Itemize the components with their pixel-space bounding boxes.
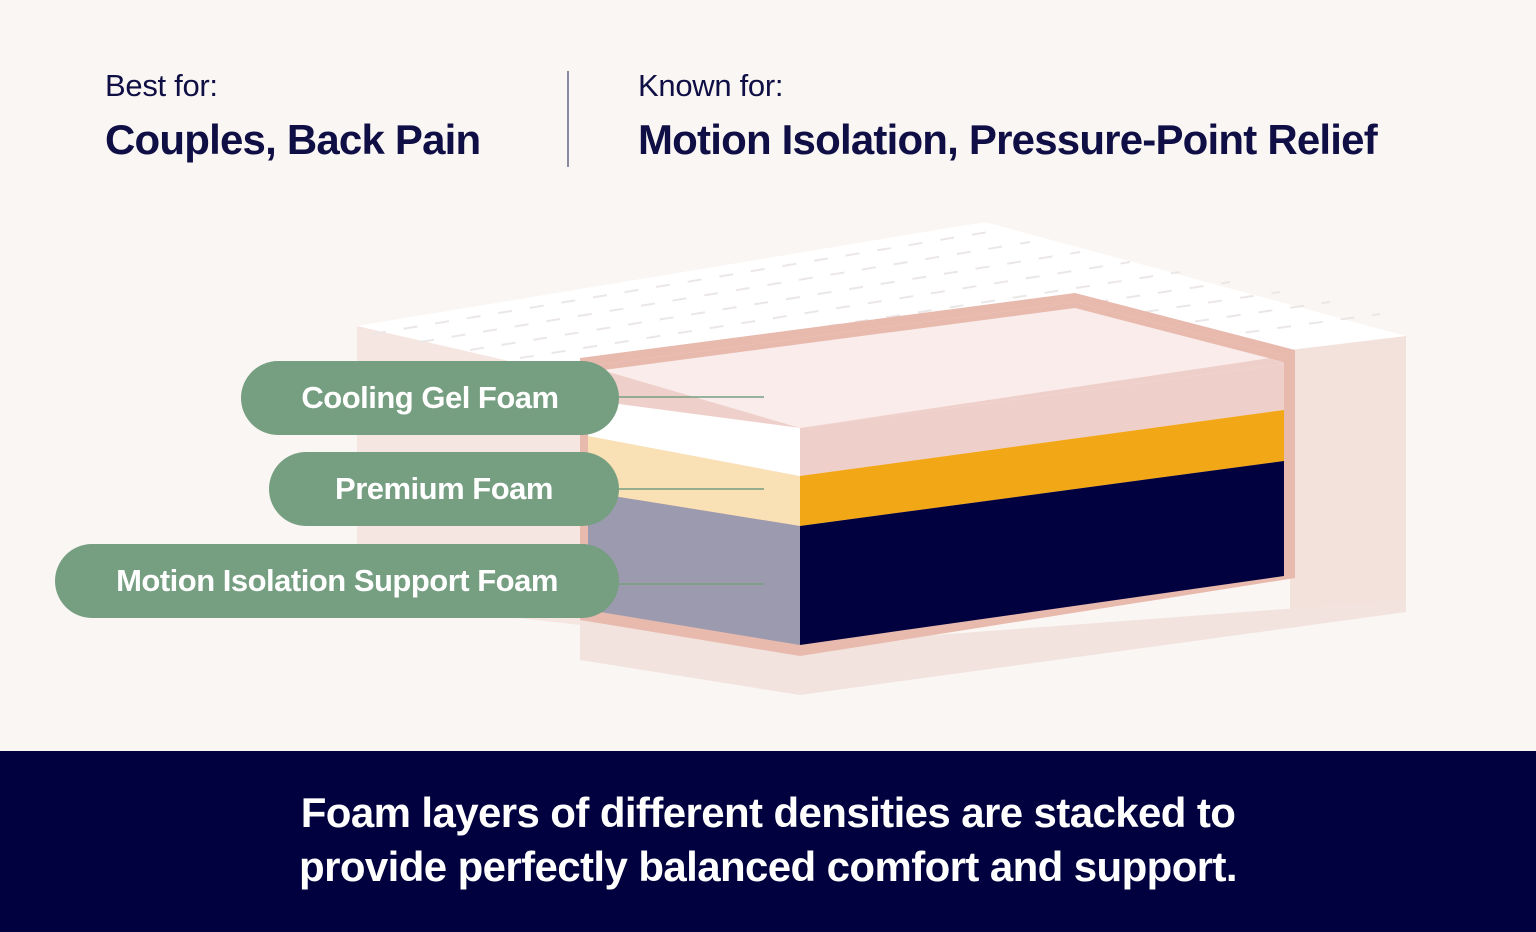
known-for-label: Known for: bbox=[638, 68, 784, 103]
header-divider bbox=[567, 71, 569, 167]
best-for-value: Couples, Back Pain bbox=[105, 116, 481, 163]
layer-premium-front bbox=[800, 410, 1284, 526]
best-for-block: Best for: Couples, Back Pain bbox=[105, 68, 481, 163]
known-for-value: Motion Isolation, Pressure-Point Relief bbox=[638, 116, 1378, 163]
footer-line-1: Foam layers of different densities are s… bbox=[300, 788, 1236, 836]
best-for-label: Best for: bbox=[105, 68, 218, 103]
mattress-cover-right-side bbox=[1290, 336, 1406, 620]
layer-cooling-front bbox=[800, 364, 1284, 476]
known-for-block: Known for: Motion Isolation, Pressure-Po… bbox=[638, 68, 1378, 163]
layer-label-cooling-gel: Cooling Gel Foam bbox=[241, 361, 619, 435]
layer-support-left bbox=[588, 492, 800, 645]
layer-label-support: Motion Isolation Support Foam bbox=[55, 544, 619, 618]
layer-premium-left bbox=[588, 436, 800, 526]
mattress-cover-front-base bbox=[580, 600, 1406, 695]
footer-banner: Foam layers of different densities are s… bbox=[0, 751, 1536, 932]
layer-label-premium: Premium Foam bbox=[269, 452, 619, 526]
layer-support-front bbox=[800, 461, 1284, 645]
footer-line-2: provide perfectly balanced comfort and s… bbox=[299, 842, 1238, 890]
mattress-diagram bbox=[357, 222, 1406, 695]
